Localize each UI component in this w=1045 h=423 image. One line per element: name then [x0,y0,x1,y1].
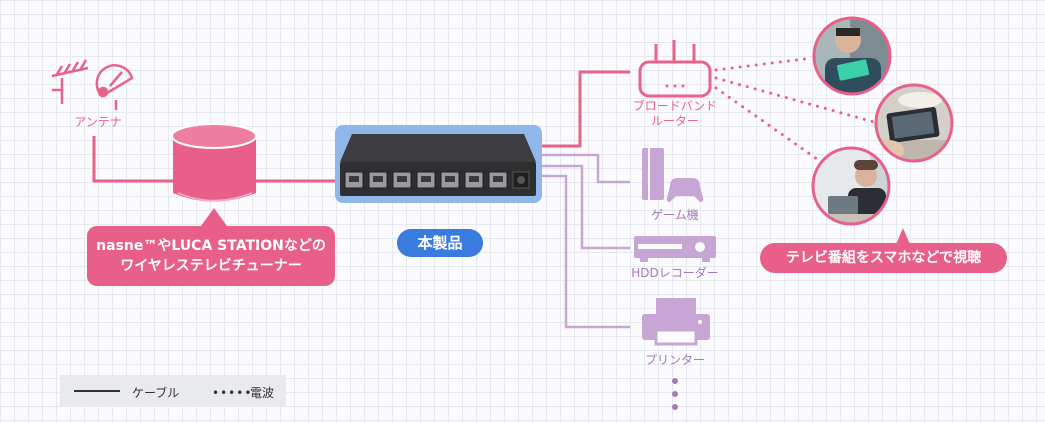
product-badge: 本製品 [397,229,483,257]
hdd-recorder-label: HDDレコーダー [631,266,719,280]
network-switch-icon [335,125,542,203]
smartphone-user-photo-2 [874,83,954,163]
smartphone-user-photo-3 [811,146,891,226]
tuner-callout: nasne™やLUCA STATIONなどの ワイヤレステレビチューナー [87,226,335,286]
router-icon [638,40,712,98]
tuner-callout-pointer [201,208,227,226]
router-label: ブロードバンド ルーター [612,99,738,129]
game-console-icon [642,148,704,202]
watch-callout: テレビ番組をスマホなどで視聴 [760,243,1007,273]
printer-label: プリンター [644,353,705,367]
cable-legend-line [74,390,120,392]
wireless-signal-lines [714,56,876,166]
hdd-recorder-icon [634,236,716,262]
antenna-label: アンテナ [74,115,122,129]
tv-antenna-icon [51,59,89,104]
cable-legend-label: ケーブル [132,386,180,400]
wireless-tuner-icon [171,123,257,202]
printer-icon [642,298,710,346]
game-console-label: ゲーム機 [651,208,699,222]
antenna-cable [92,70,630,183]
radio-legend-dots: ••••• [212,386,253,400]
legend: ケーブル ••••• 電波 [60,375,286,407]
tuner-callout-line2: ワイヤレステレビチューナー [120,258,302,274]
tuner-callout-line1: nasne™やLUCA STATIONなどの [96,238,326,254]
router-label-line1: ブロードバンド [632,99,718,113]
more-devices-dots [672,378,678,410]
satellite-dish-icon [95,64,134,110]
router-label-line2: ルーター [650,114,699,128]
radio-legend-label: 電波 [250,386,275,400]
device-cables [537,153,630,329]
smartphone-user-photo-1 [812,16,892,96]
